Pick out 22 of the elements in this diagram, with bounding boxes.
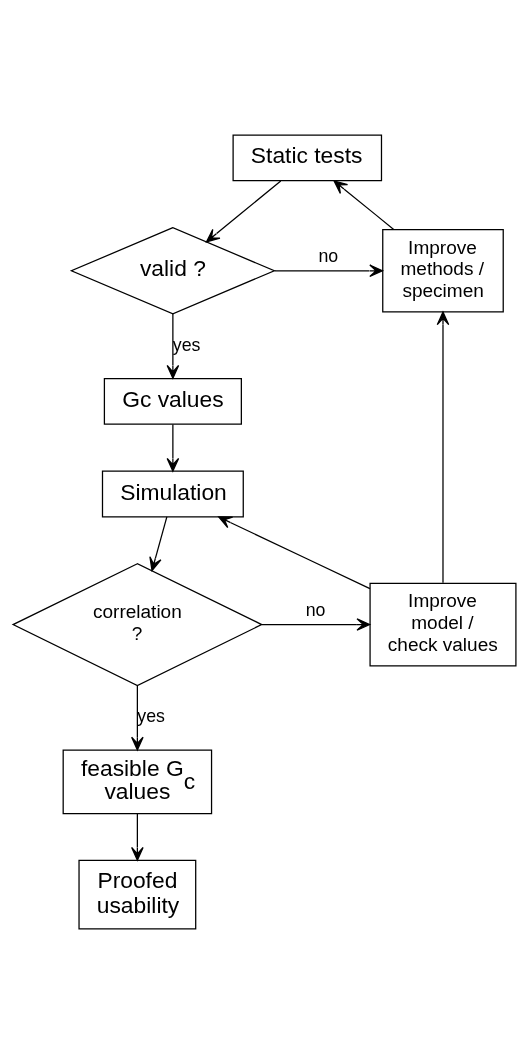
arrow <box>273 263 384 277</box>
edge-label: no <box>318 245 339 266</box>
edge-label: yes <box>137 705 165 726</box>
node-box: Gc values <box>103 377 242 425</box>
arrow <box>218 515 371 589</box>
node-box: Static tests <box>232 133 383 181</box>
arrow <box>261 617 371 631</box>
node-box: Proofed usability <box>78 859 197 930</box>
node-box: Improve model / check values <box>369 582 517 666</box>
arrow <box>166 312 180 379</box>
arrow <box>131 812 144 861</box>
node-diamond: correlation ? <box>11 562 264 686</box>
arrow <box>166 423 180 472</box>
arrow <box>436 310 450 583</box>
arrow <box>149 515 168 571</box>
edge-label: no <box>305 599 326 620</box>
node-box: Simulation <box>101 470 244 517</box>
arrow <box>131 684 144 750</box>
arrow <box>205 179 282 242</box>
node-box: Improve methods / specimen <box>382 228 504 313</box>
edge-label: yes <box>172 334 201 355</box>
arrow <box>333 179 395 230</box>
